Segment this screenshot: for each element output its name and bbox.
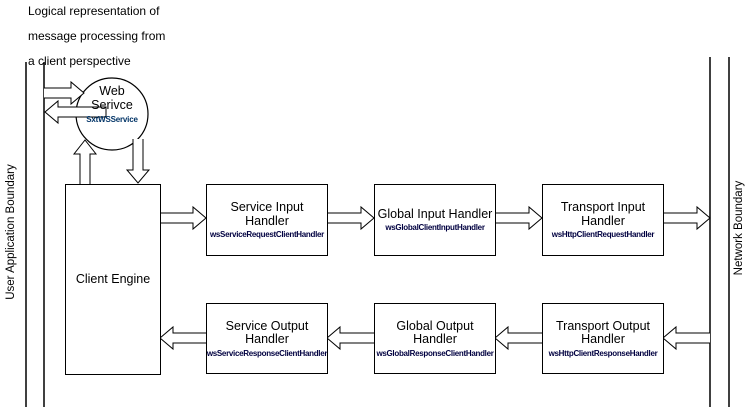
transport-output-handler-box: Transport Output Handler wsHttpClientRes… — [542, 303, 664, 374]
arrow-globaloutput-to-serviceoutput-icon — [326, 325, 374, 351]
service-output-handler-title: Service Output Handler — [225, 318, 309, 346]
service-input-handler-box: Service Input Handler wsServiceRequestCl… — [206, 184, 328, 256]
transport-output-handler-subtitle: wsHttpClientResponseHandler — [548, 348, 658, 358]
user-application-boundary-label: User Application Boundary — [5, 164, 17, 300]
caption-line-1: Logical representation of — [28, 4, 160, 18]
arrow-clientengine-to-serviceinput-icon — [160, 205, 207, 231]
transport-output-handler-title: Transport Output Handler — [555, 318, 651, 346]
arrow-serviceinput-to-globalinput-icon — [327, 205, 375, 231]
transport-input-handler-box: Transport Input Handler wsHttpClientRequ… — [542, 184, 664, 256]
client-engine-box: Client Engine — [65, 184, 161, 375]
service-input-handler-subtitle: wsServiceRequestClientHandler — [209, 230, 324, 239]
transport-input-handler-title: Transport Input Handler — [560, 200, 646, 228]
arrow-webservice-to-clientengine-icon — [125, 139, 151, 184]
arrow-globalinput-to-transportinput-icon — [495, 205, 543, 231]
global-input-handler-subtitle: wsGlobalClientInputHandler — [385, 223, 485, 233]
global-input-handler-title: Global Input Handler — [377, 206, 493, 221]
transport-input-handler-subtitle: wsHttpClientRequestHandler — [551, 230, 655, 239]
arrow-boundary-to-webservice-icon — [44, 80, 85, 106]
network-boundary-label: Network Boundary — [733, 180, 745, 276]
arrow-transportoutput-to-globaloutput-icon — [494, 325, 542, 351]
arrow-network-to-transportoutput-icon — [662, 325, 710, 351]
diagram-caption: Logical representation of message proces… — [28, 5, 165, 68]
web-service-title-line1: Web — [99, 84, 125, 98]
global-output-handler-subtitle: wsGlobalResponseClientHandler — [376, 348, 494, 358]
web-service-title-line2: Serivce — [91, 98, 133, 112]
service-input-handler-title: Service Input Handler — [230, 200, 304, 228]
global-output-handler-title: Global Output Handler — [396, 318, 474, 346]
arrow-webservice-to-boundary-icon — [44, 99, 107, 125]
service-output-handler-subtitle: wsServiceResponseClientHandler — [206, 348, 328, 358]
web-service-subtitle: SxtWSService — [86, 115, 138, 124]
arrow-serviceoutput-to-clientengine-icon — [159, 325, 206, 351]
arrow-clientengine-to-webservice-icon — [72, 139, 98, 184]
arrow-transportinput-to-network-icon — [663, 205, 711, 231]
client-engine-label: Client Engine — [75, 271, 151, 286]
caption-line-3: a client perspective — [28, 54, 131, 68]
web-service-label: Web Serivce SxtWSService — [52, 84, 172, 124]
caption-line-2: message processing from — [28, 29, 166, 43]
service-output-handler-box: Service Output Handler wsServiceResponse… — [206, 303, 328, 374]
global-output-handler-box: Global Output Handler wsGlobalResponseCl… — [374, 303, 496, 374]
global-input-handler-box: Global Input Handler wsGlobalClientInput… — [374, 184, 496, 256]
